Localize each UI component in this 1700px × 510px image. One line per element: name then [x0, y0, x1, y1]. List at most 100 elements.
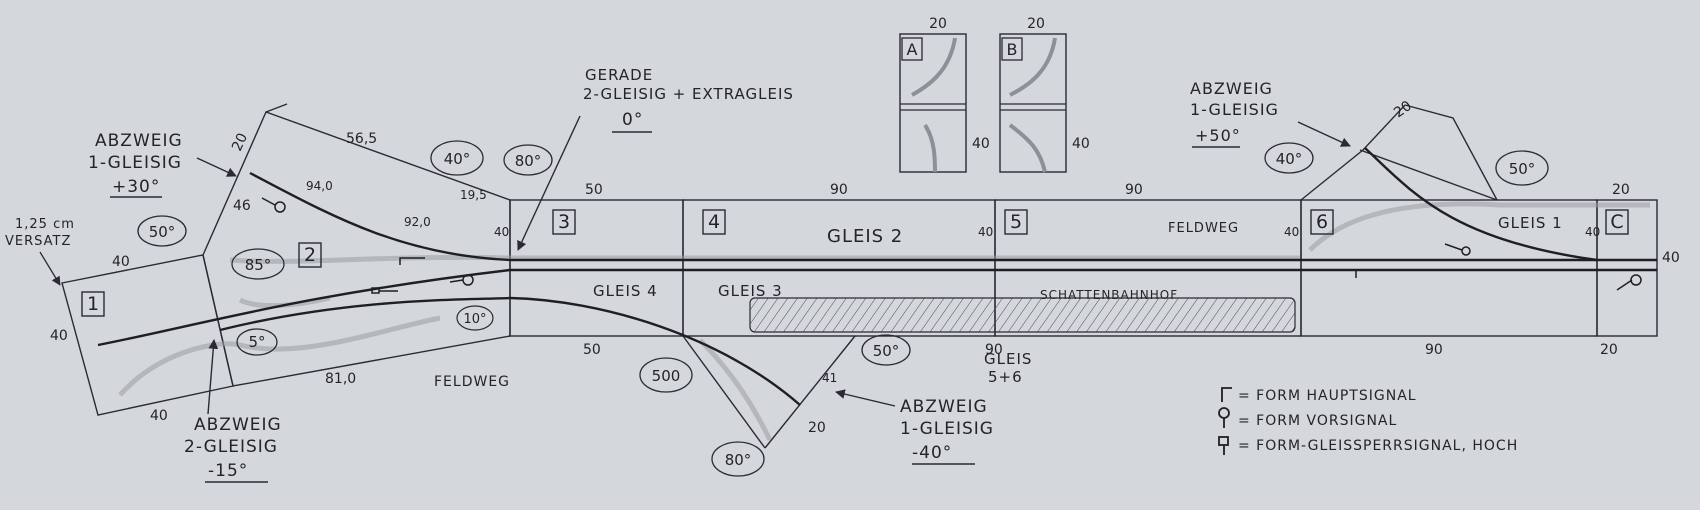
angle-50-right: 50°: [1495, 150, 1549, 186]
svg-text:3: 3: [558, 211, 570, 233]
angle-500: 500: [639, 357, 693, 393]
module-number-boxes: 1 2 3 4 5 6 C: [81, 209, 1629, 317]
annotation-abzweig-30: ABZWEIG 1-GLEISIG +30°: [88, 131, 237, 198]
svg-text:1-GLEISIG: 1-GLEISIG: [88, 153, 182, 173]
main-signal-icon: [1355, 269, 1372, 278]
svg-text:90: 90: [830, 182, 848, 198]
module-outlines: [61, 103, 1658, 449]
svg-text:46: 46: [233, 198, 251, 214]
signal-icon: [1616, 274, 1642, 291]
svg-text:50: 50: [583, 342, 601, 358]
svg-text:40: 40: [978, 225, 993, 239]
svg-text:ABZWEIG: ABZWEIG: [95, 131, 183, 151]
angle-80-top: 80°: [503, 144, 553, 176]
svg-text:56,5: 56,5: [346, 131, 377, 147]
svg-text:20: 20: [1612, 182, 1630, 198]
distant-signal-icon: [1218, 407, 1230, 428]
svg-text:ABZWEIG: ABZWEIG: [900, 397, 988, 417]
annotation-abzweig-15: ABZWEIG 2-GLEISIG -15°: [184, 339, 282, 483]
svg-text:40°: 40°: [444, 150, 471, 168]
svg-text:ABZWEIG: ABZWEIG: [1190, 79, 1273, 98]
svg-text:20: 20: [929, 16, 947, 32]
angle-5: 5°: [236, 328, 278, 356]
angle-bubbles: 50° 85° 5° 40° 80° 10° 500 80°: [137, 140, 1549, 477]
module-label-2: 2: [298, 242, 322, 268]
svg-text:5°: 5°: [248, 333, 265, 351]
svg-text:GERADE: GERADE: [585, 66, 653, 84]
svg-text:B: B: [1007, 40, 1018, 59]
label-gleis-3: GLEIS 3: [718, 282, 783, 300]
module-c-outline: [1596, 199, 1658, 337]
svg-text:94,0: 94,0: [306, 179, 333, 193]
shunt-signal-icon: [371, 287, 398, 294]
svg-text:500: 500: [652, 367, 681, 385]
inset-a: A 20 40: [899, 16, 990, 173]
shunt-signal-icon: [1218, 436, 1229, 455]
track-labels: GLEIS 2 GLEIS 4 GLEIS 3 GLEIS 1 GLEIS 5+…: [434, 214, 1563, 390]
track-lines: [97, 147, 1657, 406]
svg-text:10°: 10°: [463, 312, 486, 327]
angle-50-lower: 50°: [861, 334, 911, 366]
track-branch-50: [1364, 147, 1598, 262]
svg-text:A: A: [907, 40, 918, 59]
svg-text:-15°: -15°: [208, 461, 248, 481]
shadow-station-area: [749, 297, 1296, 333]
module-label-5: 5: [1004, 209, 1028, 235]
plan-signals: [261, 197, 1642, 294]
svg-text:2: 2: [304, 244, 316, 266]
label-gleis-56-b: 5+6: [988, 368, 1023, 386]
svg-text:80°: 80°: [725, 451, 752, 469]
svg-text:90: 90: [1125, 182, 1143, 198]
svg-text:2-GLEISIG + EXTRAGLEIS: 2-GLEISIG + EXTRAGLEIS: [583, 85, 794, 103]
annotations: 1,25 cm VERSATZ ABZWEIG 1-GLEISIG +30° G…: [5, 66, 1351, 483]
svg-text:1: 1: [87, 293, 99, 315]
svg-text:40: 40: [1585, 225, 1600, 239]
module-label-4: 4: [702, 209, 726, 235]
svg-text:50°: 50°: [149, 223, 176, 241]
annotation-versatz: 1,25 cm VERSATZ: [5, 217, 75, 286]
label-schattenbahnhof: SCHATTENBAHNHOF: [1040, 288, 1178, 302]
module-label-c: C: [1605, 209, 1629, 235]
main-signal-icon: [399, 257, 425, 265]
svg-text:= FORM-GLEISSPERRSIGNAL, HOCH: = FORM-GLEISSPERRSIGNAL, HOCH: [1238, 438, 1518, 454]
module-label-6: 6: [1310, 209, 1334, 235]
angle-50-left: 50°: [137, 215, 187, 247]
svg-text:81,0: 81,0: [325, 371, 356, 387]
svg-text:92,0: 92,0: [404, 215, 431, 229]
svg-text:1,25 cm: 1,25 cm: [15, 217, 75, 232]
svg-text:40: 40: [1072, 136, 1090, 152]
pencil-field-paths: [118, 201, 1650, 442]
signal-icon: [1444, 243, 1471, 256]
svg-text:40: 40: [50, 328, 68, 344]
svg-text:40: 40: [972, 136, 990, 152]
svg-text:= FORM VORSIGNAL: = FORM VORSIGNAL: [1238, 413, 1397, 429]
svg-text:= FORM HAUPTSIGNAL: = FORM HAUPTSIGNAL: [1238, 388, 1417, 404]
svg-text:40: 40: [112, 254, 130, 270]
svg-text:40: 40: [1662, 250, 1680, 266]
svg-text:2-GLEISIG: 2-GLEISIG: [184, 437, 278, 457]
svg-text:ABZWEIG: ABZWEIG: [194, 415, 282, 435]
track-branch-30: [249, 171, 511, 262]
svg-text:40: 40: [150, 408, 168, 424]
svg-text:50: 50: [585, 182, 603, 198]
inset-b: B 20 40: [999, 16, 1090, 173]
svg-text:5: 5: [1010, 211, 1022, 233]
svg-text:20: 20: [1027, 16, 1045, 32]
label-gleis-56-a: GLEIS: [984, 350, 1032, 368]
label-gleis-1: GLEIS 1: [1498, 214, 1563, 232]
signal-icon: [449, 274, 474, 286]
annotation-abzweig-40: ABZWEIG 1-GLEISIG -40°: [835, 389, 993, 465]
legend-item-main-signal: = FORM HAUPTSIGNAL: [1221, 387, 1417, 404]
svg-text:C: C: [1610, 211, 1623, 233]
main-signal-icon: [1221, 387, 1232, 402]
module-label-1: 1: [81, 291, 105, 317]
label-gleis-4: GLEIS 4: [593, 282, 658, 300]
svg-text:90: 90: [1425, 342, 1443, 358]
svg-text:50°: 50°: [873, 342, 900, 360]
svg-text:50°: 50°: [1509, 160, 1536, 178]
angle-85: 85°: [231, 248, 285, 280]
label-feldweg-bottom: FELDWEG: [434, 374, 510, 390]
svg-text:1-GLEISIG: 1-GLEISIG: [1190, 100, 1279, 119]
